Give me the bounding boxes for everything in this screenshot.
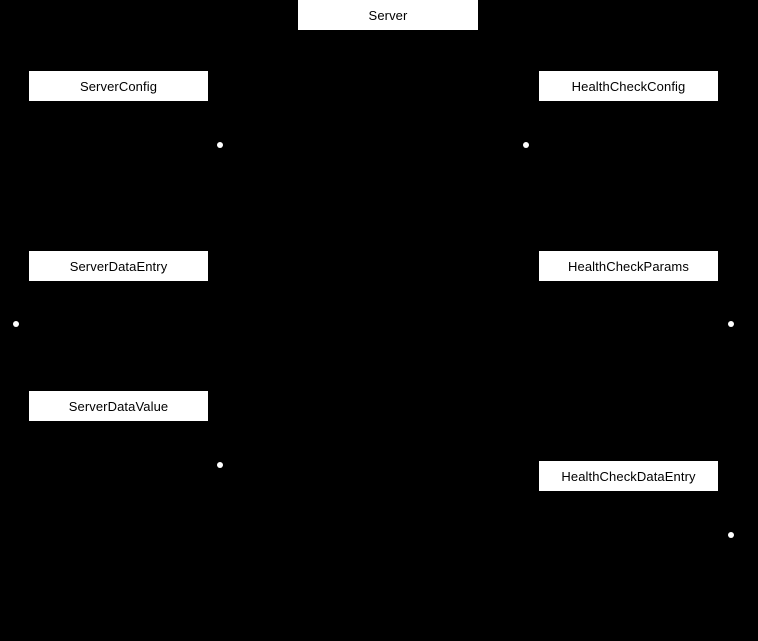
class-node-label: HealthCheckDataEntry: [561, 468, 696, 484]
class-node-label: ServerConfig: [79, 78, 158, 94]
relationship-marker-server-data-entry-rel: [13, 321, 19, 327]
class-node-label: HealthCheckConfig: [571, 78, 686, 94]
class-node-health-check-data-entry[interactable]: HealthCheckDataEntry: [539, 461, 718, 491]
class-node-label: HealthCheckParams: [568, 258, 689, 274]
relationship-marker-health-check-config-rel: [523, 142, 529, 148]
class-node-health-check-config[interactable]: HealthCheckConfig: [539, 71, 718, 101]
class-node-server-data-value[interactable]: ServerDataValue: [29, 391, 208, 421]
relationship-marker-server-config-rel: [217, 142, 223, 148]
class-node-label: Server: [368, 7, 408, 23]
class-node-label: ServerDataValue: [68, 398, 169, 414]
relationship-marker-health-check-data-rel: [728, 532, 734, 538]
class-node-server-config[interactable]: ServerConfig: [29, 71, 208, 101]
class-node-server[interactable]: Server: [298, 0, 478, 30]
relationship-marker-health-check-params-rel: [728, 321, 734, 327]
class-node-server-data-entry[interactable]: ServerDataEntry: [29, 251, 208, 281]
relationship-marker-server-data-value-rel: [217, 462, 223, 468]
class-node-health-check-params[interactable]: HealthCheckParams: [539, 251, 718, 281]
class-node-label: ServerDataEntry: [69, 258, 168, 274]
